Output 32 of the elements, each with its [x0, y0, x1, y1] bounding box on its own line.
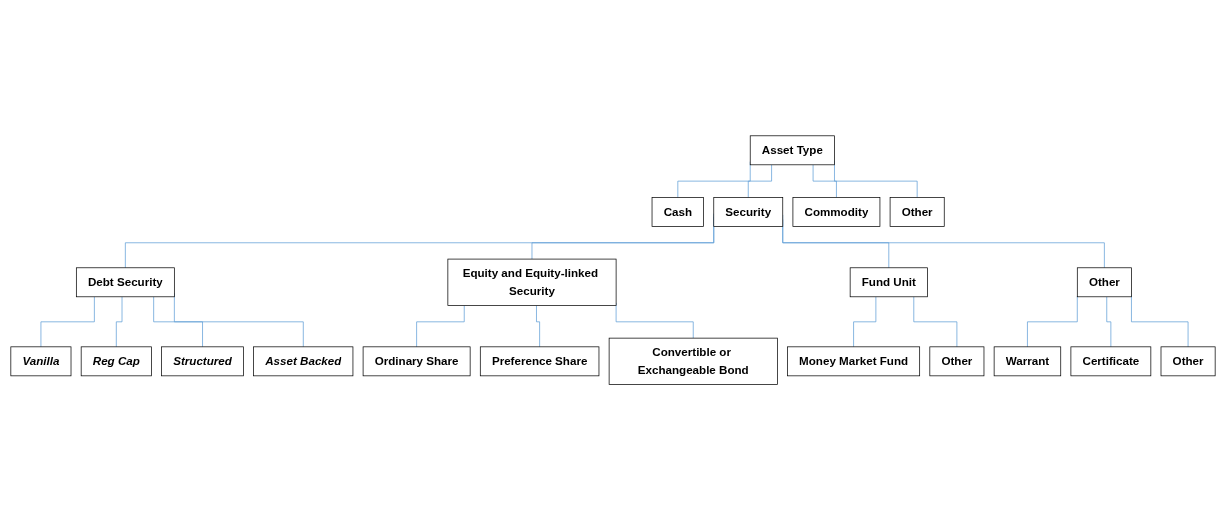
node-box: Other [1160, 346, 1216, 377]
connector [416, 304, 465, 348]
node-box: Asset Backed [253, 346, 354, 377]
node-box: Convertible or Exchangeable Bond [608, 337, 778, 385]
node-box: Fund Unit [849, 267, 928, 297]
node-box: Structured [161, 346, 244, 377]
connector [1027, 295, 1078, 348]
connector [40, 296, 95, 348]
connector [153, 296, 203, 348]
node-box: Ordinary Share [362, 346, 471, 377]
node-box: Reg Cap [80, 346, 152, 377]
node-box: Preference Share [479, 346, 600, 377]
connector [1106, 296, 1112, 348]
connector [747, 164, 772, 198]
node-box: Warrant [993, 346, 1062, 377]
node-box: Asset Type [749, 135, 835, 165]
node-box: Other [929, 346, 985, 377]
node-box: Other [1076, 267, 1132, 297]
connector [115, 296, 123, 348]
connector [812, 164, 837, 198]
node-box: Vanilla [10, 346, 72, 377]
node-box: Security [713, 196, 784, 227]
connector [536, 304, 540, 348]
node-box: Other [889, 196, 945, 227]
connector [853, 296, 877, 348]
node-box: Debt Security [75, 267, 175, 297]
node-box: Commodity [792, 196, 881, 227]
connector [913, 296, 958, 348]
node-box: Money Market Fund [787, 346, 921, 377]
node-box: Equity and Equity-linked Security [447, 258, 617, 306]
node-box: Certificate [1070, 346, 1152, 377]
node-box: Cash [651, 196, 704, 227]
